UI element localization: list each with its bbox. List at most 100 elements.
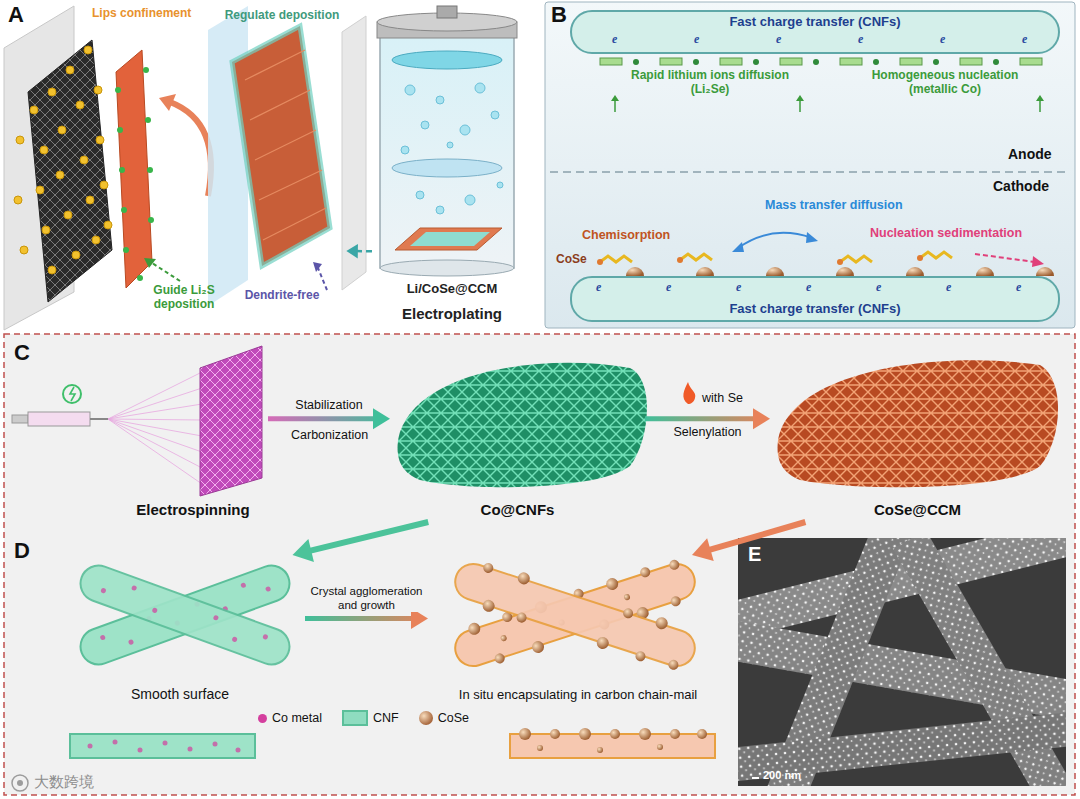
fiber-models (100, 587, 106, 593)
electron-symbol: e (806, 280, 811, 294)
electrospinning-art (108, 372, 202, 484)
fiber-models (451, 559, 700, 670)
process-condition: with Se (702, 391, 743, 406)
legend-text: CoSe (438, 711, 469, 726)
connector-line (306, 522, 428, 552)
panel-letter: E (748, 542, 761, 566)
watermark-logo (12, 775, 28, 791)
panel-a-art (20, 246, 28, 254)
panel-a-art (170, 102, 211, 196)
annotation: Mass transfer diffusion (765, 198, 903, 213)
annotation: Nucleation sedimentation (870, 226, 1022, 241)
node-text: Li/CoSe@CCM (407, 281, 498, 297)
panel-a-art (159, 94, 176, 111)
node-text: Dendrite-free (245, 288, 320, 302)
panel-b-art (1020, 58, 1042, 65)
fiber-models (163, 741, 168, 746)
legend-swatch (419, 711, 433, 725)
fiber-models (531, 639, 546, 654)
panel-b-art (933, 59, 939, 65)
panel-letter: D (14, 538, 30, 564)
fiber-models (667, 659, 680, 672)
panel-b-art (600, 252, 952, 262)
connector-line (645, 416, 757, 421)
electroplating-cell (416, 191, 424, 199)
fiber-models (138, 748, 143, 753)
legend: Co metalCNFCoSe (258, 710, 489, 726)
electrospinning-art (108, 419, 202, 420)
electroplating-cell (410, 232, 490, 246)
fiber-models (262, 634, 268, 640)
legend-swatch (258, 714, 267, 723)
electroplating-cell (401, 146, 409, 154)
fiber-models (70, 553, 715, 758)
fiber-models (128, 639, 134, 645)
electroplating-cell (497, 182, 503, 188)
electron-symbol: e (596, 280, 601, 294)
arrowhead (373, 408, 390, 429)
panel-a-art (123, 247, 129, 253)
panel-letter: C (14, 340, 30, 366)
connector-line (268, 416, 377, 421)
panel-b-art (680, 254, 712, 260)
panel-a-art (94, 86, 102, 94)
panel-b-art (836, 267, 854, 276)
arrowhead (753, 408, 770, 429)
panel-a-art (245, 50, 305, 80)
fiber-models (213, 615, 219, 621)
panel-a-art (117, 127, 123, 133)
node-text: Fast charge transfer (CNFs) (729, 301, 900, 317)
fiber-models (519, 728, 707, 753)
watermark: 大数跨境 (34, 773, 94, 791)
fiber-clusters (398, 363, 647, 487)
annotation: Rapid lithium ions diffusion (Li₂Se) (630, 68, 790, 97)
electron-symbol: e (876, 280, 881, 294)
panel-a-art (58, 126, 66, 134)
panel-b-art (1036, 95, 1044, 101)
panel-a-art (100, 181, 108, 189)
panel-b-art (633, 59, 999, 65)
electrospinning-art (12, 346, 262, 496)
panel-a-art (30, 106, 38, 114)
panel-b-art (873, 59, 879, 65)
electroplating-cell (475, 83, 485, 93)
fiber-models (75, 560, 294, 669)
panel-b-art (732, 242, 744, 252)
fiber-models (605, 576, 620, 591)
annotation: Lips confinement (92, 6, 191, 20)
fiber-models (88, 740, 241, 753)
electroplating-cell (460, 125, 470, 135)
fiber-models (449, 553, 702, 677)
electrospinning-art (63, 385, 81, 403)
panel-b-art (975, 254, 1035, 262)
process-step: Electrospinning (118, 350, 268, 522)
panel-b-art (813, 59, 819, 65)
panel-a-art (143, 67, 149, 73)
panel-b-art (993, 59, 999, 65)
annotation: CoSe (556, 252, 587, 266)
electrospinning-art (108, 419, 202, 436)
electron-symbol: e (612, 32, 617, 46)
electron-symbol: e (940, 32, 945, 46)
panel-b-art (837, 259, 843, 265)
arrowhead (346, 244, 358, 258)
electroplating-cell (465, 195, 475, 205)
electroplating-cell (392, 159, 502, 177)
panel-a-art (342, 16, 366, 290)
node-text: Co@CNFs (481, 501, 555, 519)
fiber-models (231, 636, 237, 642)
electron-symbol: e (946, 280, 951, 294)
electrospinning-art (28, 412, 90, 426)
panel-b-art (614, 100, 616, 112)
fiber-models (519, 728, 531, 740)
electrospinning-art (200, 346, 262, 496)
fiber-models (481, 598, 496, 613)
connector-line (305, 616, 415, 621)
panel-b-art (600, 58, 1042, 65)
panel-b-art (840, 58, 862, 65)
panel-b-art (906, 267, 924, 276)
panel-b-art (626, 267, 1054, 276)
cnf-tube: Fast charge transfer (CNFs) (570, 10, 1060, 54)
